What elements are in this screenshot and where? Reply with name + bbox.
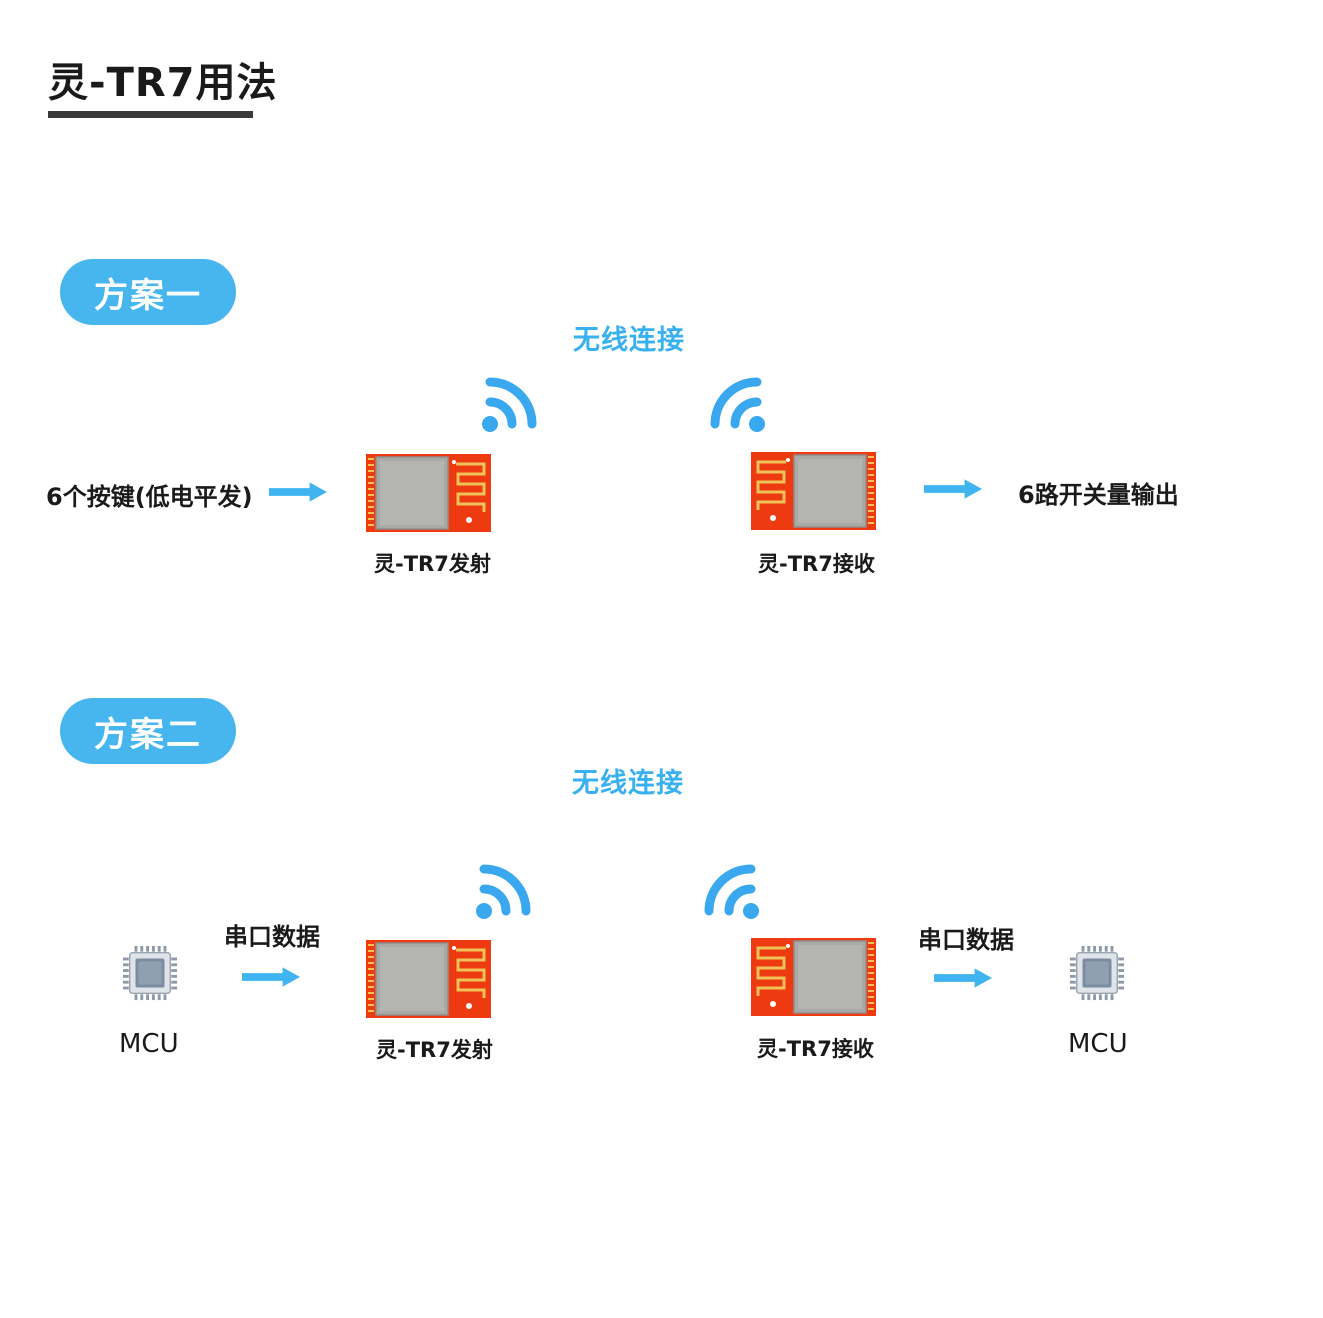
scheme2-right-mcu-label: MCU (1068, 1029, 1128, 1059)
title-underline (48, 111, 253, 118)
scheme1-wireless-label: 无线连接 (573, 325, 685, 356)
arrow-right-icon (934, 968, 992, 988)
scheme2-right-data-label: 串口数据 (918, 926, 1014, 954)
wifi-icon (474, 861, 544, 921)
scheme1-transmitter-label: 灵-TR7发射 (374, 552, 491, 576)
rf-module-icon (751, 938, 876, 1016)
scheme2-transmitter-label: 灵-TR7发射 (376, 1038, 493, 1062)
page-title: 灵-TR7用法 (48, 60, 278, 106)
arrow-right-icon (924, 479, 982, 499)
scheme2-wireless-label: 无线连接 (572, 768, 684, 799)
scheme2-left-data-label: 串口数据 (224, 923, 320, 951)
arrow-right-icon (242, 967, 300, 987)
scheme2-receiver-label: 灵-TR7接收 (757, 1037, 874, 1061)
chip-icon (1068, 944, 1126, 1002)
chip-icon (121, 944, 179, 1002)
rf-module-icon (366, 940, 491, 1018)
scheme1-input-text: 6个按键(低电平发) (46, 483, 253, 511)
scheme1-badge: 方案一 (60, 259, 236, 325)
arrow-right-icon (269, 482, 327, 502)
rf-module-icon (751, 452, 876, 530)
scheme1-receiver-label: 灵-TR7接收 (758, 552, 875, 576)
wifi-icon (691, 861, 761, 921)
scheme1-output-text: 6路开关量输出 (1018, 481, 1179, 509)
wifi-icon (697, 374, 767, 434)
wifi-icon (480, 374, 550, 434)
rf-module-icon (366, 454, 491, 532)
scheme2-badge: 方案二 (60, 698, 236, 764)
scheme2-left-mcu-label: MCU (119, 1029, 179, 1059)
